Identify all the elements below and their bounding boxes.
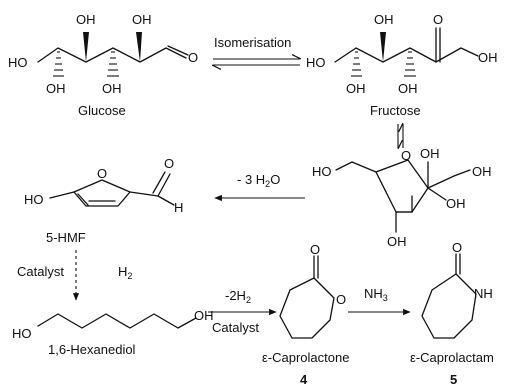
caprolactone-atom-ring-o: O [336, 292, 346, 307]
glucose-structure: HO OH OH OH OH O Glucose [8, 12, 198, 118]
fructose-atom-oh-c5: OH [346, 81, 366, 96]
fructose-hash-c3 [404, 51, 416, 77]
caprolactone-label: ε-Caprolactone [262, 350, 349, 365]
hexanediol-structure: HO OH 1,6-Hexanediol [12, 308, 214, 357]
fructose-label: Fructose [370, 103, 421, 118]
glucose-atom-oh-c5: OH [46, 81, 66, 96]
glucose-hash-c5 [53, 51, 64, 77]
fructose-atom-oh-c3: OH [398, 81, 418, 96]
caprolactam-structure: O NH ε-Caprolactam 5 [410, 240, 494, 387]
hmf-atom-ho: HO [24, 192, 44, 207]
glucose-atom-oh-c2: OH [132, 12, 152, 27]
furanose-atom-ring-o: O [401, 148, 411, 163]
glucose-atom-aldehyde-o: O [188, 50, 198, 65]
caprolactone-structure: O O ε-Caprolactone 4 [262, 242, 349, 387]
fructose-atom-oh-c4: OH [374, 12, 394, 27]
fructose-hash-c5 [351, 51, 362, 77]
hexanediol-atom-oh: OH [194, 308, 214, 323]
dehydration-arrow: - 3 H2O [214, 172, 305, 202]
furanose-atom-oh-bottom: OH [387, 234, 407, 249]
glucose-wedge-c2 [136, 32, 142, 62]
hydrogenation-h2-label: H2 [118, 264, 132, 281]
furanose-atom-oh-right: OH [472, 164, 492, 179]
glucose-label: Glucose [78, 103, 126, 118]
amination-nh3-label: NH3 [364, 286, 388, 303]
caprolactam-number: 5 [450, 372, 457, 387]
fructose-wedge-c4 [380, 32, 386, 62]
fructose-atom-oh-c1: OH [478, 50, 498, 65]
ring-closure-equilibrium-arrow [398, 124, 403, 148]
furanose-atom-ho: HO [312, 164, 332, 179]
glucose-atom-oh-c3: OH [102, 81, 122, 96]
hmf-label: 5-HMF [46, 230, 86, 245]
fructose-atom-ketone-o: O [433, 12, 443, 27]
glucose-atom-ho: HO [8, 55, 28, 70]
caprolactone-atom-carbonyl-o: O [310, 242, 320, 257]
amination-arrow: NH3 [348, 286, 411, 316]
dehydration-label: - 3 H2O [237, 172, 280, 189]
hmf-atom-ring-o: O [97, 166, 107, 181]
hydrogenation-arrow: Catalyst H2 [17, 250, 132, 301]
hexanediol-atom-ho: HO [12, 326, 32, 341]
lactonization-arrow: -2H2 Catalyst [208, 288, 277, 335]
caprolactam-atom-nh: NH [474, 286, 493, 301]
fructose-structure: HO OH OH OH OH O Fructose [306, 12, 498, 118]
fructofuranose-structure: O HO OH OH OH OH [312, 146, 492, 249]
caprolactone-number: 4 [300, 372, 308, 387]
hexanediol-label: 1,6-Hexanediol [48, 342, 136, 357]
hydrogenation-catalyst-label: Catalyst [17, 264, 64, 279]
hmf-structure: O O HO H 5-HMF [24, 156, 183, 245]
furanose-atom-oh-top: OH [420, 146, 440, 161]
lactonization-h2-label: -2H2 [225, 288, 251, 305]
hmf-atom-aldehyde-o: O [164, 156, 174, 171]
caprolactam-label: ε-Caprolactam [410, 350, 494, 365]
glucose-wedge-c4 [83, 32, 89, 62]
isomerisation-arrow: Isomerisation [213, 35, 300, 65]
glucose-hash-c3 [107, 51, 119, 77]
fructose-atom-ho: HO [306, 55, 326, 70]
isomerisation-label: Isomerisation [214, 35, 291, 50]
glucose-atom-oh-c4: OH [76, 12, 96, 27]
hmf-atom-h: H [174, 200, 183, 215]
caprolactam-atom-carbonyl-o: O [452, 240, 462, 255]
lactonization-catalyst-label: Catalyst [212, 320, 259, 335]
furanose-atom-oh-ring: OH [446, 196, 466, 211]
